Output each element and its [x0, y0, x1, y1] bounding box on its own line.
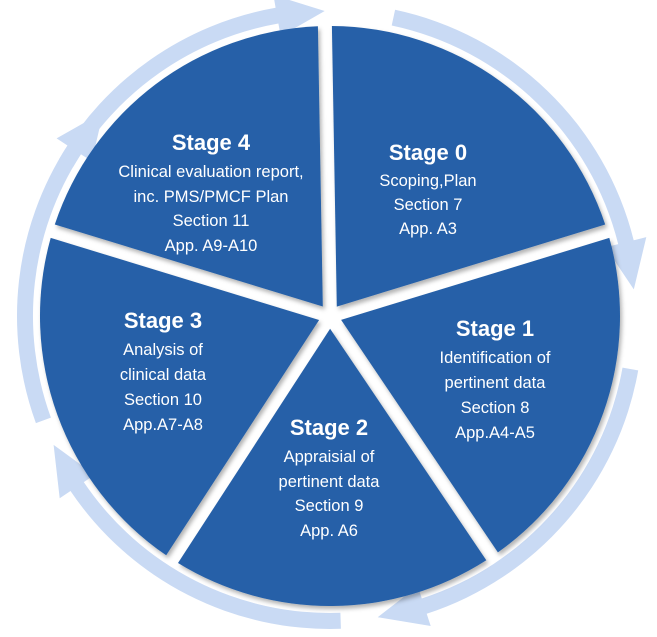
stage-1-title: Stage 1: [456, 316, 534, 341]
stage-0-line-1: Scoping,Plan: [379, 172, 476, 190]
stage-4-line-3: Section 11: [173, 212, 250, 230]
stage-2-title: Stage 2: [290, 415, 368, 440]
stage-3-title: Stage 3: [124, 308, 202, 333]
stage-0-line-2: Section 7: [394, 196, 463, 214]
stage-2-line-1: Appraisial of: [284, 448, 375, 466]
stage-1-line-4: App.A4-A5: [455, 424, 535, 442]
arrow-right-icon: [391, 9, 647, 290]
cycle-arrows: [16, 0, 647, 629]
stage-4-title: Stage 4: [172, 130, 251, 155]
stage-2-line-4: App. A6: [300, 522, 358, 540]
stage-3-label: Stage 3 Analysis of clinical data Sectio…: [120, 308, 207, 434]
stage-1-line-1: Identification of: [440, 349, 551, 367]
stage-3-line-1: Analysis of: [123, 341, 203, 359]
stage-1-line-3: Section 8: [461, 399, 530, 417]
stage-2-line-3: Section 9: [295, 497, 364, 515]
stage-1-line-2: pertinent data: [445, 374, 547, 392]
stage-4-line-2: inc. PMS/PMCF Plan: [134, 188, 289, 206]
arrow-right-icon: [16, 111, 104, 424]
stage-3-line-3: Section 10: [124, 391, 202, 409]
stage-0-title: Stage 0: [389, 140, 467, 165]
stage-2-line-2: pertinent data: [279, 473, 381, 491]
stage-3-line-2: clinical data: [120, 366, 207, 384]
stage-segments: [39, 26, 620, 607]
stage-4-segment: [54, 26, 323, 307]
stage-3-segment: [39, 237, 320, 556]
stage-0-line-3: App. A3: [399, 220, 457, 238]
stage-0-label: Stage 0 Scoping,Plan Section 7 App. A3: [379, 140, 476, 238]
stage-4-line-4: App. A9-A10: [165, 237, 258, 255]
stage-4-line-1: Clinical evaluation report,: [118, 163, 303, 181]
stage-2-segment: [178, 328, 487, 607]
arrow-right-icon: [377, 367, 639, 626]
arrow-right-icon: [58, 0, 325, 168]
stage-1-label: Stage 1 Identification of pertinent data…: [440, 316, 551, 442]
stage-3-line-4: App.A7-A8: [123, 416, 203, 434]
stage-0-segment: [331, 26, 606, 307]
stage-1-segment: [341, 237, 620, 553]
stage-2-label: Stage 2 Appraisial of pertinent data Sec…: [279, 415, 381, 540]
stage-4-label: Stage 4 Clinical evaluation report, inc.…: [118, 130, 303, 255]
arrow-right-icon: [53, 444, 341, 629]
